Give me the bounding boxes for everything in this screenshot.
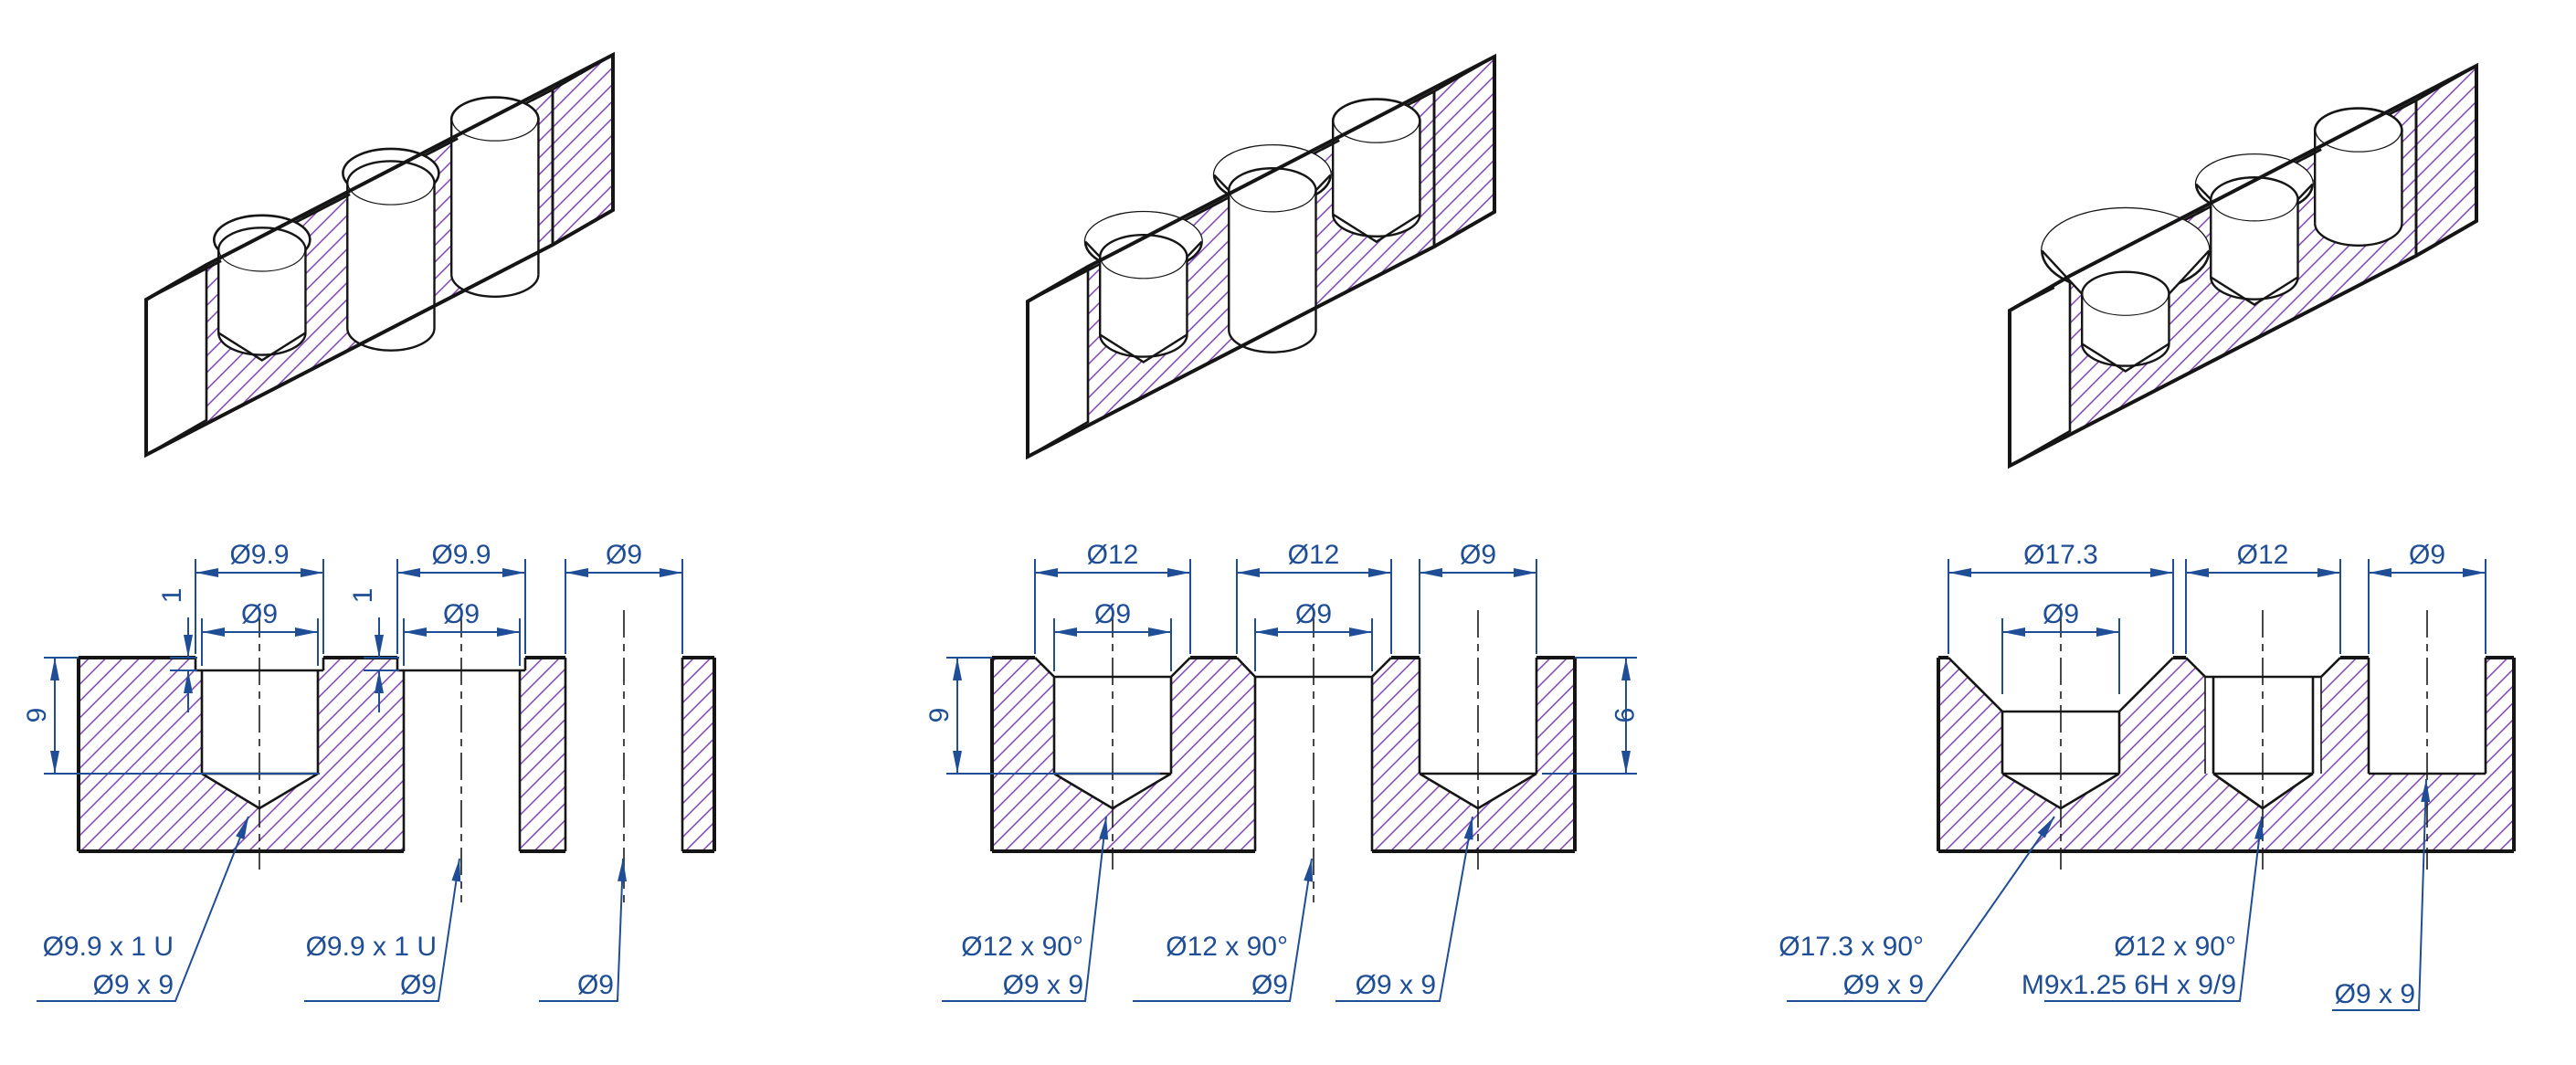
- leader-note: Ø9: [539, 858, 628, 1002]
- dimension: Ø9: [201, 599, 319, 666]
- leader-label: M9x1.25 6H x 9/9: [2022, 970, 2236, 1000]
- dimension: Ø9: [1419, 540, 1537, 654]
- dim-label: Ø9.9: [229, 540, 289, 570]
- isometric-view-right: [2008, 62, 2478, 469]
- isometric-view-left: [144, 51, 615, 459]
- leader-note: Ø17.3 x 90° Ø9 x 9: [1779, 816, 2055, 1002]
- leader-label: Ø9 x 9: [1356, 970, 1436, 1000]
- dim-label: Ø9: [241, 599, 278, 629]
- dim-label: Ø9: [1094, 599, 1131, 629]
- dimension: Ø9: [403, 599, 521, 666]
- dim-label: Ø9.9: [431, 540, 491, 570]
- leader-label: Ø9.9 x 1 U: [306, 932, 437, 962]
- leader-label: Ø9 x 9: [93, 970, 174, 1000]
- dimension: Ø9.9: [195, 540, 324, 654]
- leader-note: Ø9 x 9: [2332, 778, 2431, 1011]
- dimension: Ø9: [2001, 599, 2120, 694]
- leader-label: Ø9: [1251, 970, 1288, 1000]
- leader-label: Ø9: [400, 970, 437, 1000]
- dim-label: Ø9: [1460, 540, 1496, 570]
- dim-label: Ø12: [1087, 540, 1139, 570]
- dimension: 1: [348, 588, 399, 712]
- dimension: 9: [1542, 657, 1639, 775]
- leader-label: Ø9 x 9: [1843, 970, 1924, 1000]
- isometric-view-middle: [1026, 53, 1496, 460]
- leader-note: Ø12 x 90° M9x1.25 6H x 9/9: [2022, 816, 2265, 1002]
- leader-label: Ø12 x 90°: [961, 932, 1083, 962]
- dim-label: Ø12: [2237, 540, 2289, 570]
- leader-note: Ø9 x 9: [1336, 816, 1473, 1002]
- dim-label: 9: [924, 708, 955, 723]
- dimension: 1: [157, 588, 197, 712]
- leader-note: Ø9.9 x 1 U Ø9 x 9: [37, 816, 249, 1002]
- leader-label: Ø12 x 90°: [2114, 932, 2236, 962]
- dimension: Ø9: [2368, 540, 2486, 654]
- leader-label: Ø9 x 9: [2335, 979, 2415, 1009]
- dim-label: Ø9: [606, 540, 642, 570]
- section-view-left: Ø9.9 Ø9 Ø9.9 Ø9 Ø9 1: [22, 540, 716, 1002]
- leader-note: Ø12 x 90° Ø9: [1133, 858, 1314, 1002]
- leader-label: Ø9 x 9: [1003, 970, 1083, 1000]
- dimension: Ø12: [1034, 540, 1191, 654]
- dimension: Ø12: [1236, 540, 1392, 654]
- dim-label: Ø9: [2043, 599, 2079, 629]
- dim-label: 1: [348, 588, 378, 604]
- dim-label: 1: [157, 588, 187, 604]
- dim-label: Ø9: [443, 599, 480, 629]
- dim-label: Ø9: [1295, 599, 1332, 629]
- dimension: 9: [22, 657, 320, 775]
- leader-note: Ø9.9 x 1 U Ø9: [304, 858, 461, 1002]
- dim-label: Ø12: [1288, 540, 1340, 570]
- dim-label: Ø9: [2409, 540, 2445, 570]
- dim-label: 9: [22, 708, 52, 723]
- leader-label: Ø9: [577, 970, 614, 1000]
- leader-label: Ø17.3 x 90°: [1779, 932, 1924, 962]
- dimension: Ø9.9: [396, 540, 526, 654]
- dimension: Ø17.3: [1948, 540, 2174, 654]
- leader-note: Ø12 x 90° Ø9 x 9: [942, 816, 1109, 1002]
- dimension: Ø9: [565, 540, 683, 654]
- dimension: Ø9: [1053, 599, 1172, 671]
- leader-label: Ø9.9 x 1 U: [43, 932, 174, 962]
- dimension: Ø9: [1254, 599, 1373, 671]
- dim-label: Ø17.3: [2023, 540, 2098, 570]
- dimension: 9: [924, 657, 1160, 775]
- section-view-right: Ø17.3 Ø9 Ø12 Ø9 Ø17.3 x 90° Ø9 x 9 Ø12 x…: [1779, 540, 2516, 1011]
- leader-label: Ø12 x 90°: [1166, 932, 1288, 962]
- dimension: Ø12: [2185, 540, 2341, 654]
- section-view-middle: Ø12 Ø9 Ø12 Ø9 Ø9 9 9: [924, 540, 1639, 1002]
- dim-label: 9: [1609, 708, 1639, 723]
